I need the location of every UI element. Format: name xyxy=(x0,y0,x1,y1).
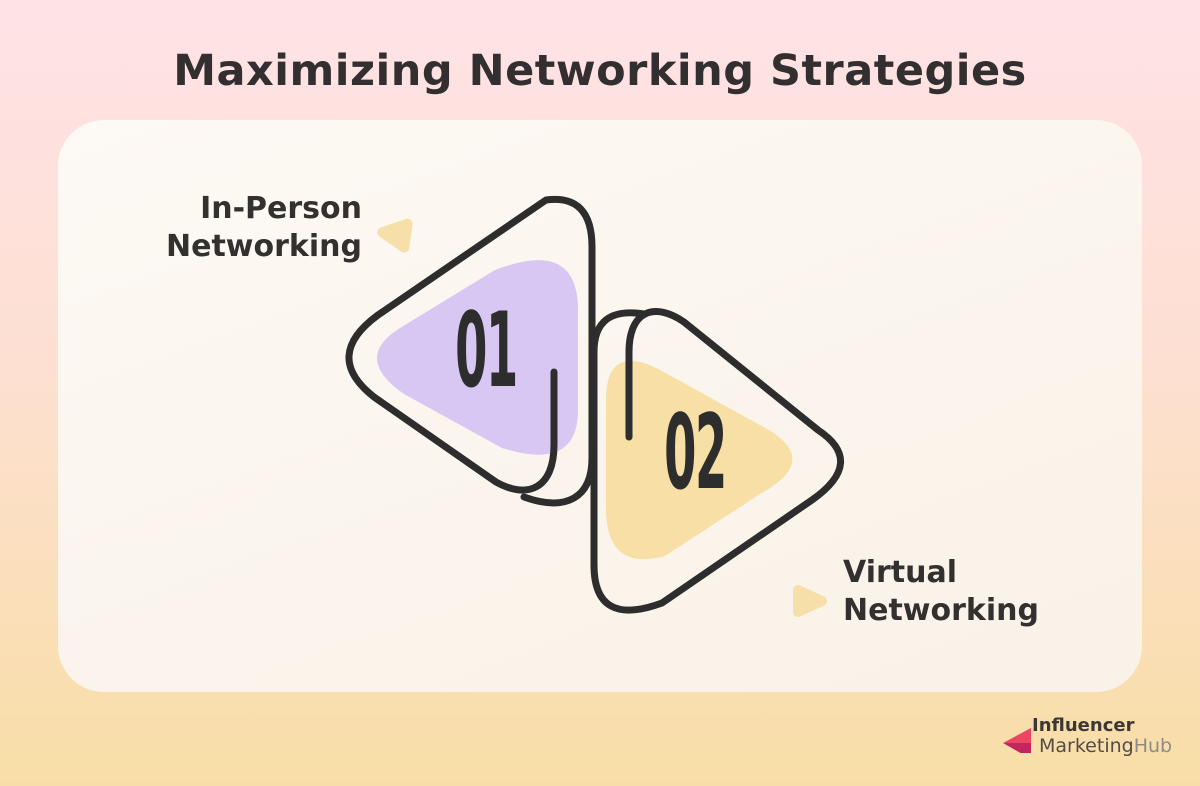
brand-line2-hub: Hub xyxy=(1133,735,1173,757)
step1-outline xyxy=(345,195,596,507)
step2-label: Virtual Networking xyxy=(843,555,1039,628)
step2-pointer-icon xyxy=(793,585,827,617)
brand-line1: Influencer xyxy=(1032,715,1135,736)
brand-line2: MarketingHub xyxy=(1039,736,1172,756)
step2-number: 02 xyxy=(664,393,727,514)
step2-yellow-triangle xyxy=(606,360,793,560)
brand-logo: Influencer MarketingHub xyxy=(1001,716,1172,756)
page-title: Maximizing Networking Strategies xyxy=(173,46,1027,96)
brand-arrow-icon xyxy=(1003,728,1031,753)
step1-purple-triangle xyxy=(376,260,578,455)
brand-name: Influencer MarketingHub xyxy=(1032,715,1172,757)
step2-outline xyxy=(590,308,845,614)
step1-pointer-icon xyxy=(377,218,413,253)
step1-number: 01 xyxy=(455,291,518,412)
brand-line2-marketing: Marketing xyxy=(1039,735,1134,757)
step1-label: In-Person Networking xyxy=(166,191,362,264)
